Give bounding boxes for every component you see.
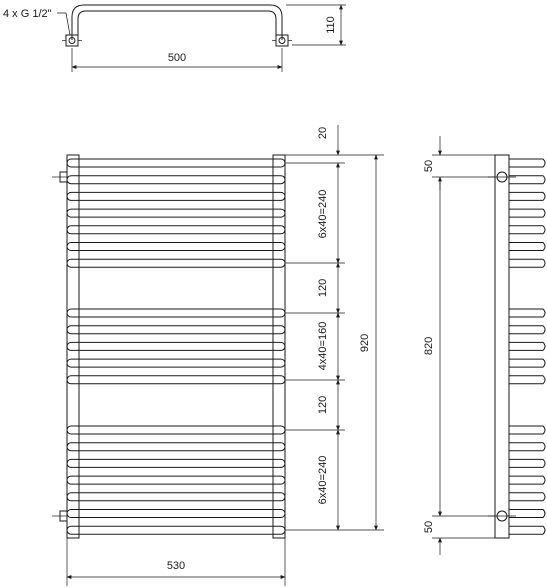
side-bar-17 [509, 492, 546, 502]
front-bar-16 [66, 475, 286, 485]
side-bar-2 [509, 175, 546, 185]
side-top-connection-label: 50 [423, 160, 435, 172]
side-bar-16 [509, 475, 546, 485]
group3-spacing-label: 6x40=240 [317, 456, 329, 505]
front-bar-4 [66, 208, 286, 218]
front-bar-6 [66, 242, 286, 251]
front-bar-11 [66, 358, 286, 368]
front-bar-5 [66, 225, 286, 235]
side-bottom-connection-label: 50 [423, 521, 435, 533]
front-bar-7 [66, 258, 286, 268]
side-bar-13 [509, 425, 546, 435]
gap1-label: 120 [317, 279, 329, 297]
front-view: 20 6x40=240 120 4x40=160 120 6x40=240 92… [52, 125, 384, 586]
left-vertical-tube [66, 154, 80, 539]
total-width-label: 530 [167, 560, 185, 572]
side-bar-7 [509, 258, 546, 268]
depth-label: 110 [325, 16, 337, 34]
side-bar-14 [509, 442, 546, 452]
group1-spacing-label: 6x40=240 [317, 190, 329, 239]
side-bar-19 [509, 525, 546, 535]
side-bar-15 [509, 458, 546, 468]
side-bar-11 [509, 358, 546, 368]
side-vertical-tube [494, 154, 510, 539]
front-horizontal-bars [66, 158, 286, 535]
front-bar-15 [66, 458, 286, 468]
side-bar-18 [509, 509, 546, 518]
front-bar-2 [66, 175, 286, 185]
side-bar-12 [509, 375, 546, 385]
side-bar-3 [509, 191, 546, 201]
top-view: 4 x G 1/2" 500 110 [3, 4, 346, 72]
side-bar-1 [509, 158, 546, 168]
side-bar-4 [509, 208, 546, 218]
gap2-label: 120 [317, 396, 329, 414]
top-width-label: 500 [168, 52, 186, 64]
side-view: 50 820 50 [423, 136, 546, 555]
top-offset-label: 20 [317, 127, 329, 139]
front-bar-13 [66, 425, 286, 435]
side-bar-9 [509, 325, 546, 335]
front-bar-18 [66, 509, 286, 518]
front-bottom-connection [59, 510, 68, 522]
side-bar-5 [509, 225, 546, 235]
side-bar-8 [509, 308, 546, 318]
front-bar-9 [66, 325, 286, 335]
side-bar-10 [509, 341, 546, 351]
connection-spacing-label: 820 [423, 337, 435, 355]
total-height-label: 920 [359, 334, 371, 352]
front-bar-14 [66, 442, 286, 452]
side-bar-6 [509, 242, 546, 251]
front-bar-17 [66, 492, 286, 502]
group2-spacing-label: 4x40=160 [317, 322, 329, 371]
front-bar-10 [66, 341, 286, 351]
front-bar-12 [66, 375, 286, 385]
front-top-connection [59, 171, 68, 183]
right-vertical-tube [272, 154, 286, 539]
front-bar-1 [66, 158, 286, 168]
front-bar-19 [66, 525, 286, 535]
front-bar-3 [66, 191, 286, 201]
front-bar-8 [66, 308, 286, 318]
side-horizontal-bars [509, 158, 546, 535]
connection-size-label: 4 x G 1/2" [3, 8, 52, 20]
